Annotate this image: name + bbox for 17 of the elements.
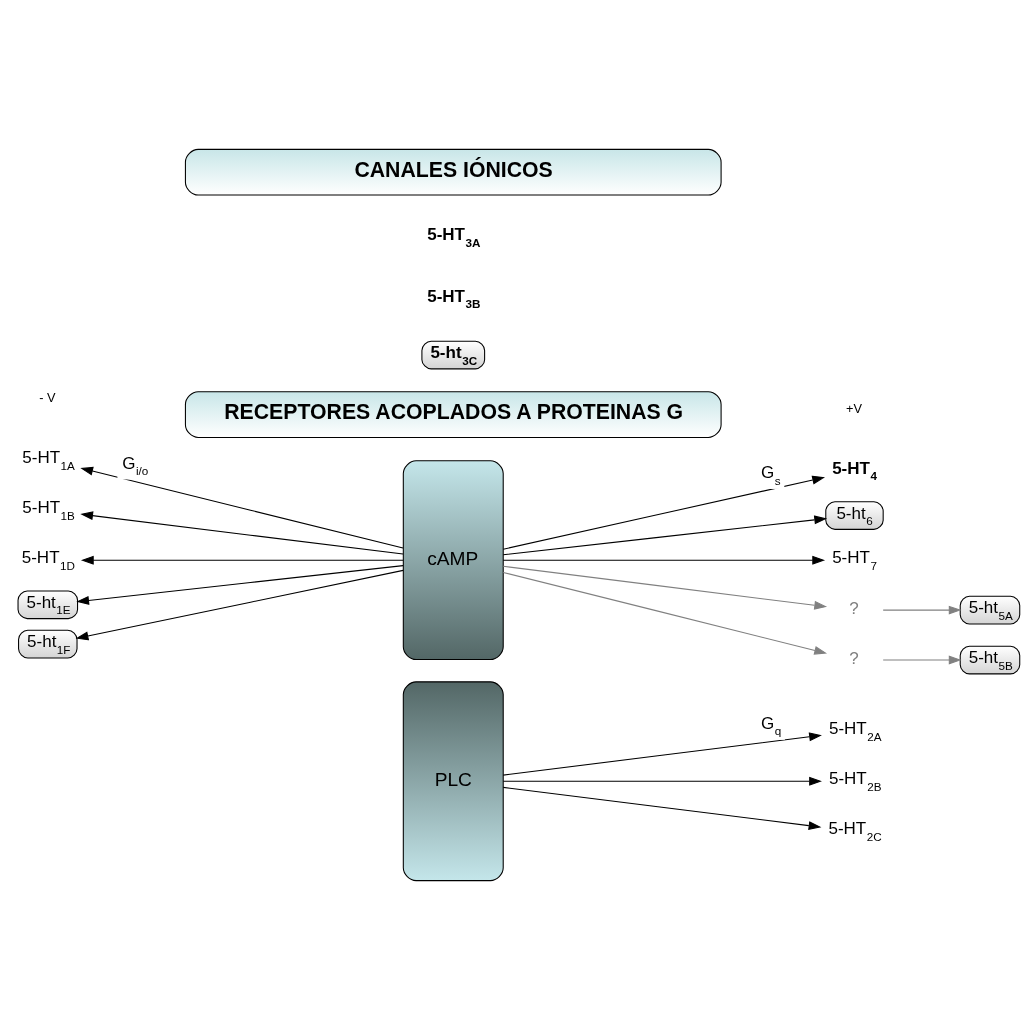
node-text: 5-HT$_{4}$ [831,458,877,483]
node-text: 5-HT$_{2A}$ [828,719,882,743]
label: - V [38,389,56,405]
label: 5-HT$_{3A}$ [426,225,480,249]
label: +V [845,400,862,416]
edge-label: G$_{q}$ [760,713,781,738]
node-text: 5-HT$_{1D}$ [21,548,75,572]
edge-label: G$_{s}$ [760,463,781,487]
node-text: ? [848,599,859,619]
node-text: 5-HT$_{1A}$ [21,448,75,472]
label: 5-HT$_{3B}$ [426,286,480,311]
node-text: 5-HT$_{2C}$ [827,819,882,843]
node-text: 5-HT$_{1B}$ [21,498,75,522]
node-text: 5-HT$_{7}$ [831,548,877,572]
node-text: 5-HT$_{2B}$ [828,769,882,793]
node-text: ? [848,649,859,669]
edge-label: G$_{i/o}$ [121,453,148,478]
